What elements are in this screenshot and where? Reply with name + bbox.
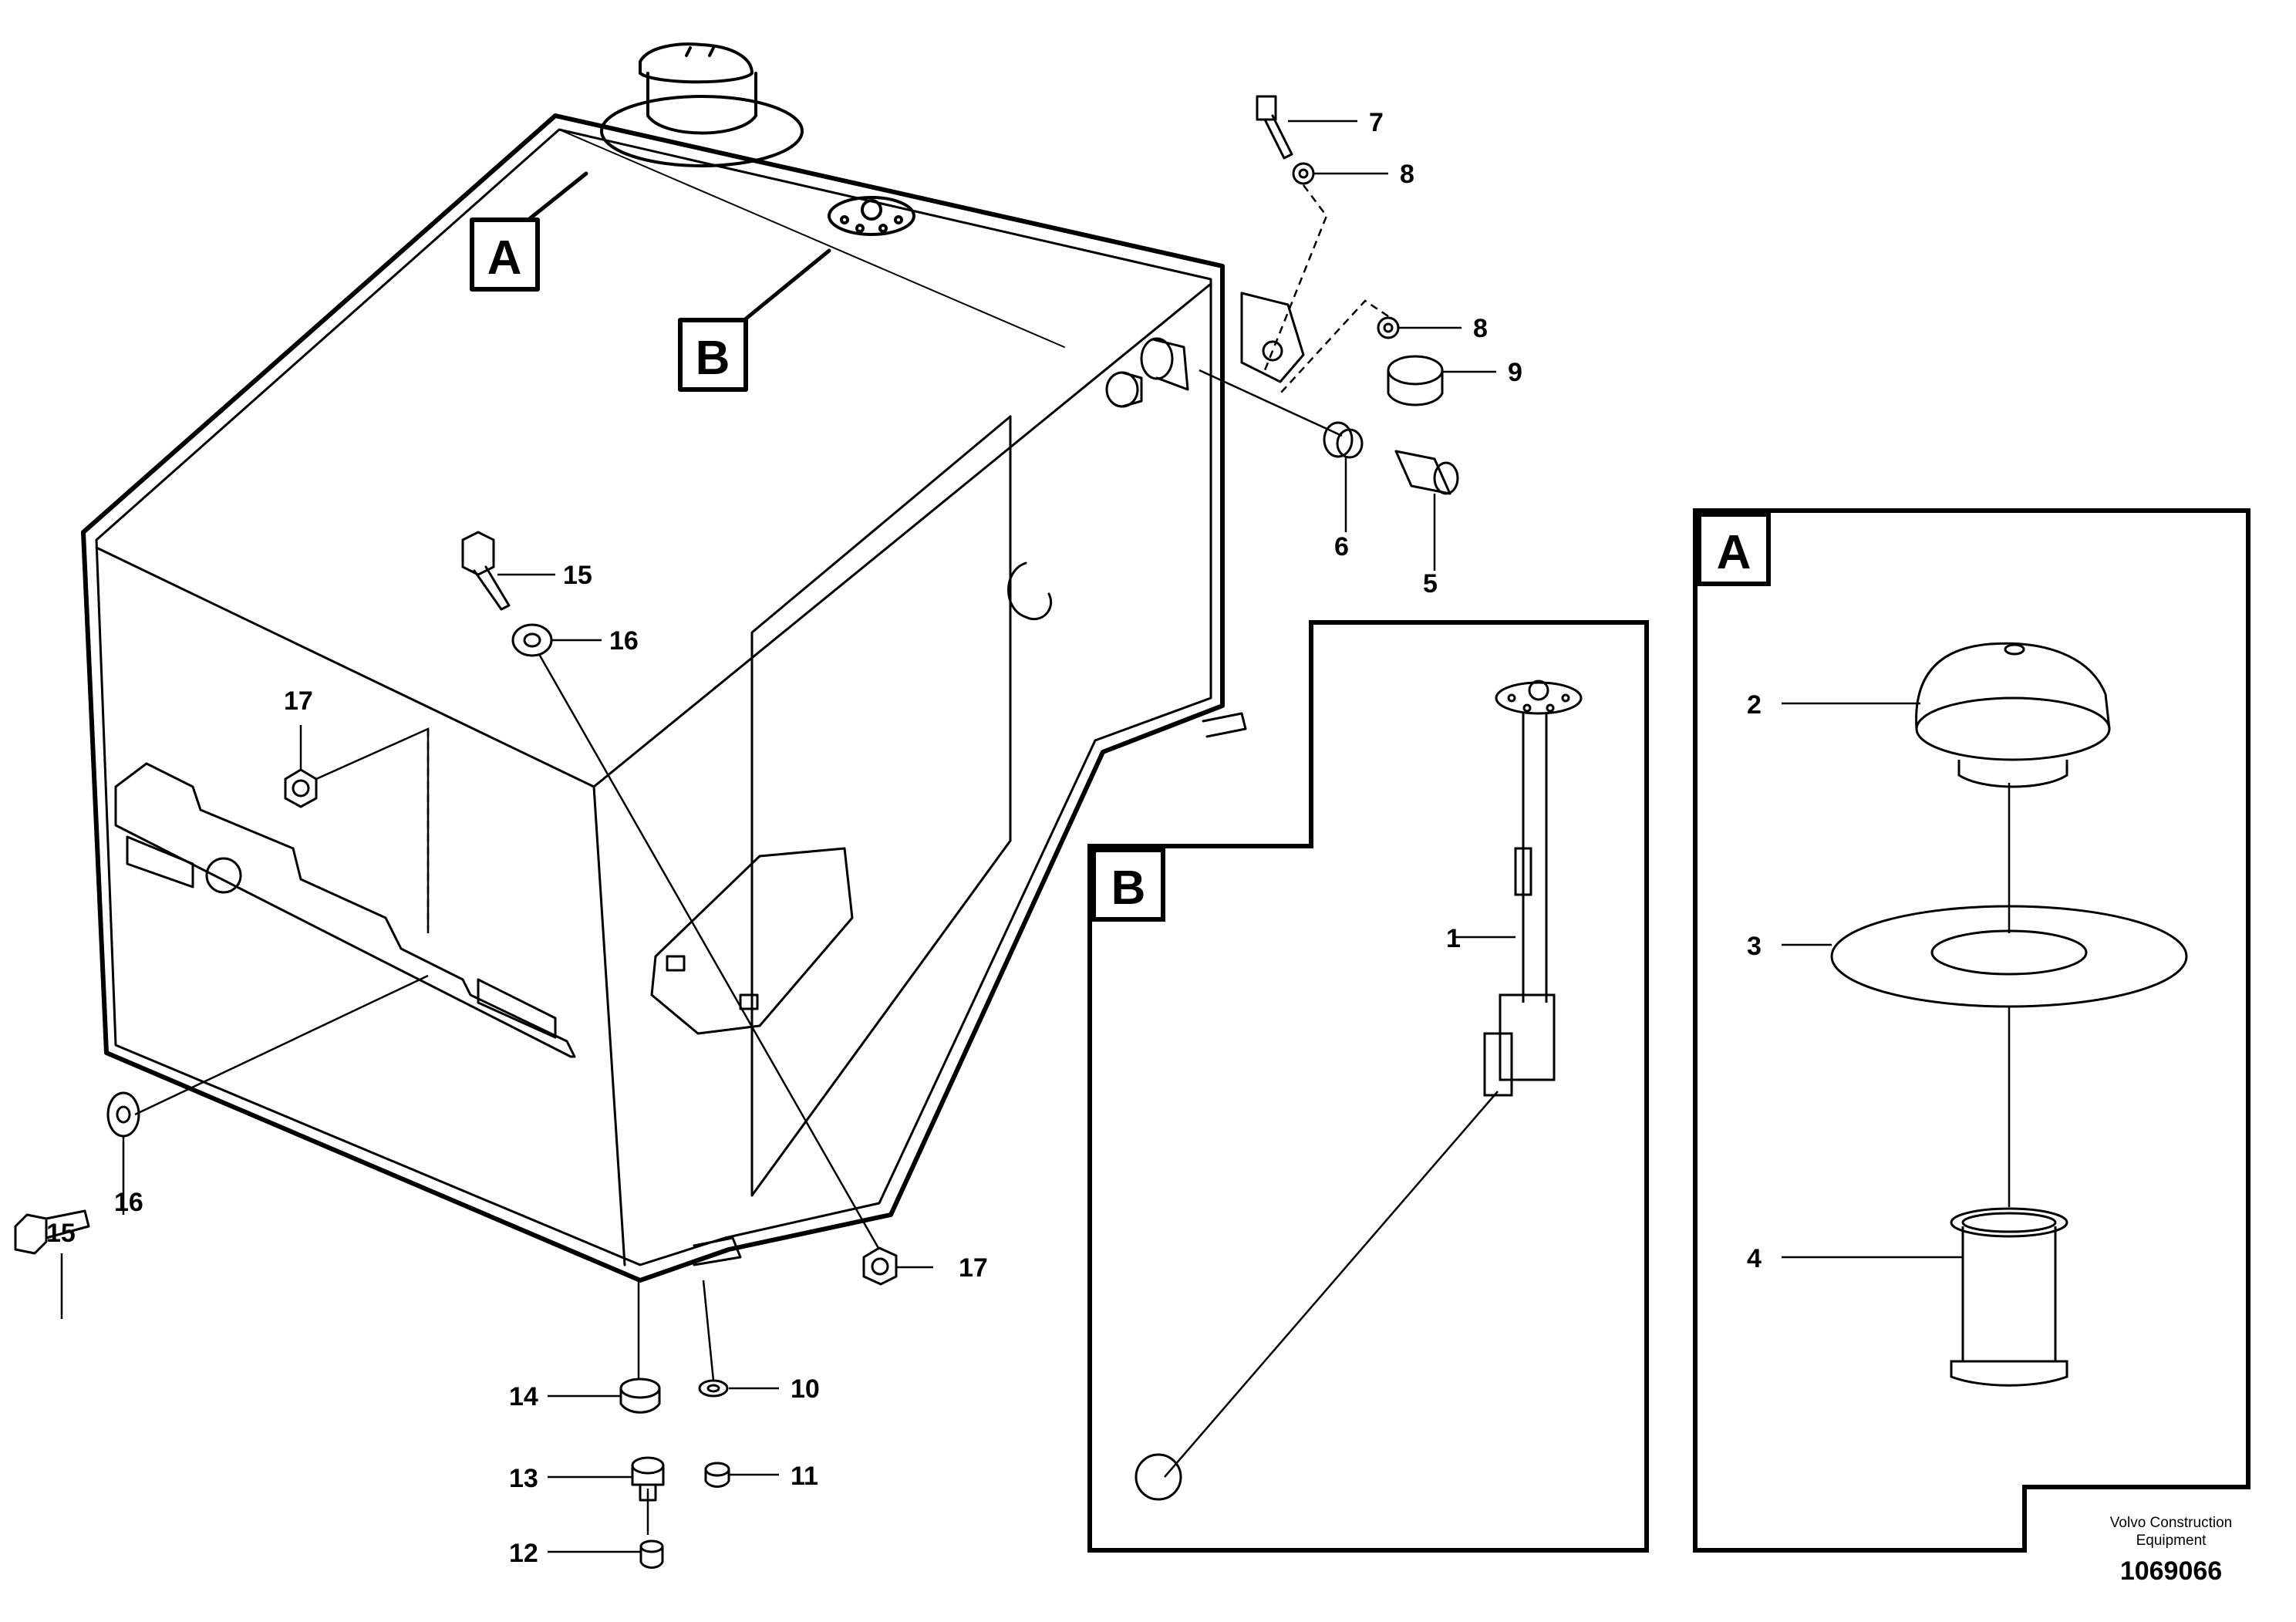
part-label-1: 1	[1446, 924, 1461, 953]
part-label-9: 9	[1508, 358, 1522, 387]
part-label-17-lower: 17	[959, 1253, 988, 1283]
mounting-bracket	[114, 762, 576, 1058]
washer-16-lower	[106, 1091, 140, 1138]
view-a-letter: A	[1717, 526, 1752, 579]
rubber-mount-14	[619, 1378, 661, 1414]
part-label-17-upper: 17	[284, 686, 313, 716]
document-number: 1069066	[2120, 1556, 2222, 1586]
callout-b-letter: B	[696, 332, 730, 385]
filler-cap-2	[1915, 642, 2111, 788]
credit-line-2: Equipment	[2136, 1533, 2207, 1549]
part-label-14: 14	[509, 1382, 538, 1411]
bolt-15-lower	[14, 1209, 90, 1255]
nut-17-upper	[284, 768, 318, 808]
part-label-16-lower: 16	[114, 1188, 143, 1217]
part-label-5: 5	[1423, 569, 1438, 599]
part-label-3: 3	[1747, 932, 1762, 961]
part-label-4: 4	[1747, 1244, 1762, 1273]
detail-b-panel	[1087, 620, 1649, 1553]
leader-lines	[60, 120, 1496, 1553]
part-label-8-lower: 8	[1473, 314, 1488, 343]
bracket-hinge	[1240, 292, 1305, 383]
nut-8-upper	[1292, 162, 1315, 185]
view-b-letter: B	[1111, 862, 1146, 915]
rubber-mount-9	[1387, 355, 1444, 406]
fitting-5	[1394, 450, 1459, 495]
hose-connections	[1105, 337, 1189, 408]
detail-a-panel	[1693, 508, 2250, 1553]
part-label-15-upper: 15	[563, 561, 592, 590]
callout-b-leader	[678, 248, 831, 392]
level-sender-flange	[828, 196, 915, 236]
part-label-10: 10	[791, 1374, 820, 1404]
part-label-8-upper: 8	[1400, 160, 1414, 189]
part-label-11: 11	[791, 1462, 818, 1491]
tank-body	[81, 113, 1225, 1283]
level-sensor-1	[1135, 679, 1583, 1501]
washer-16-upper	[511, 623, 553, 657]
fitting-6	[1323, 421, 1364, 459]
washer-10	[698, 1379, 729, 1398]
callout-a-leader	[470, 171, 588, 292]
nut-8-lower	[1377, 316, 1400, 339]
part-label-2: 2	[1747, 690, 1762, 720]
credit-line-1: Volvo Construction	[2110, 1515, 2232, 1531]
guard-plate	[650, 847, 854, 1035]
bolt-7	[1256, 95, 1293, 160]
filler-neck	[600, 42, 804, 167]
part-label-12: 12	[509, 1539, 538, 1568]
strainer-4	[1950, 1207, 2068, 1387]
part-label-16-upper: 16	[609, 626, 639, 656]
plug-12	[639, 1539, 664, 1569]
callout-a-letter: A	[487, 231, 522, 285]
part-label-6: 6	[1334, 532, 1349, 561]
part-label-15-lower: 15	[46, 1219, 76, 1248]
screw-11	[704, 1462, 730, 1488]
assembly-dashes	[426, 184, 1389, 929]
bolt-15-upper	[461, 531, 511, 611]
nut-17-lower	[862, 1246, 898, 1286]
tank-feet	[693, 712, 1247, 1266]
part-label-13: 13	[509, 1464, 538, 1493]
labels: A B B A 1 2 3 4 5 6 7 8 8 9 10 11 12 13 …	[46, 108, 2232, 1586]
part-label-7: 7	[1369, 108, 1384, 137]
